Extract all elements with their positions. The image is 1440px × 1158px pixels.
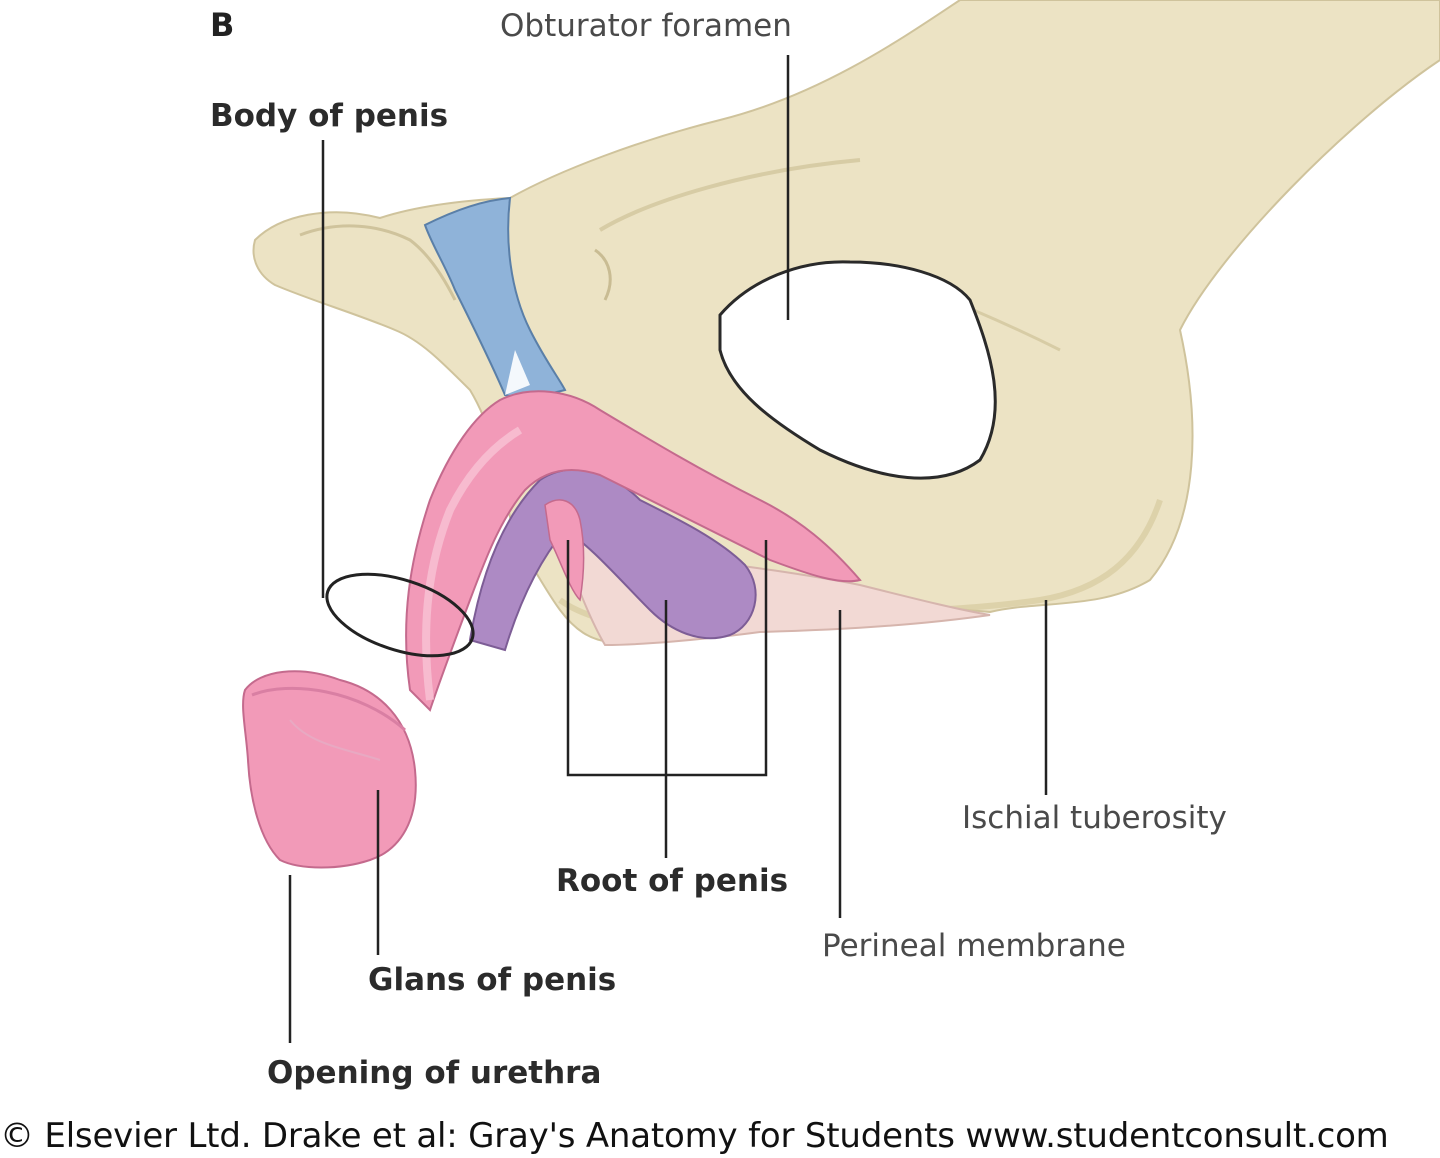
label-obturator-foramen: Obturator foramen bbox=[500, 8, 792, 44]
label-ischial-tuberosity: Ischial tuberosity bbox=[962, 800, 1227, 836]
leader-lines bbox=[288, 55, 1048, 1043]
panel-letter: B bbox=[210, 6, 235, 44]
label-body-of-penis: Body of penis bbox=[210, 98, 449, 134]
glans bbox=[242, 670, 417, 869]
label-glans-of-penis: Glans of penis bbox=[368, 962, 617, 998]
copyright-credit: © Elsevier Ltd. Drake et al: Gray's Anat… bbox=[0, 1116, 1389, 1156]
label-perineal-membrane: Perineal membrane bbox=[822, 928, 1126, 964]
body-ring bbox=[325, 572, 475, 658]
label-opening-of-urethra: Opening of urethra bbox=[267, 1055, 602, 1091]
label-root-of-penis: Root of penis bbox=[556, 863, 789, 899]
pubic-symphysis bbox=[423, 196, 567, 399]
penis-shaft bbox=[405, 390, 862, 712]
